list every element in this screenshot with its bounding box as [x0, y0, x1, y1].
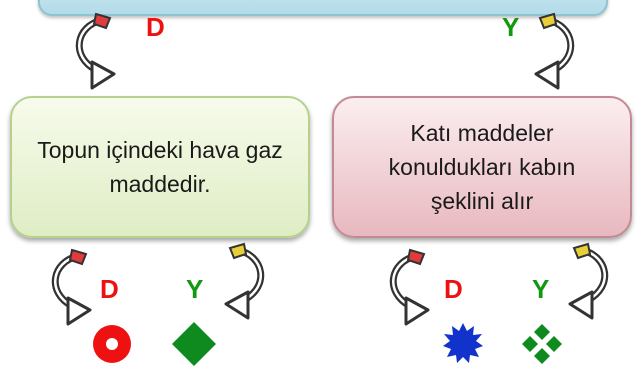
label-d-top: D: [146, 12, 165, 42]
curved-arrow-y-top-icon: [534, 12, 575, 90]
statement-line-2: konuldukları kabın: [388, 154, 576, 180]
label-d-left: D: [100, 274, 119, 304]
curved-arrow-y-left-icon: [224, 242, 265, 320]
red-ring-icon[interactable]: [92, 324, 132, 364]
statement-card-right: Katı maddeler konuldukları kabın şeklini…: [332, 96, 632, 238]
statement-line-1: Katı maddeler: [410, 120, 554, 146]
blue-starburst-icon[interactable]: [442, 322, 484, 364]
green-diamond-icon[interactable]: [170, 320, 218, 368]
label-y-left: Y: [186, 274, 204, 304]
curved-arrow-d-left-icon: [51, 248, 92, 326]
statement-card-left: Topun içindeki hava gaz maddedir.: [10, 96, 310, 238]
curved-arrow-y-right-icon: [568, 242, 609, 320]
statement-text-left: Topun içindeki hava gaz maddedir.: [37, 137, 283, 197]
curved-arrow-d-right-icon: [389, 248, 430, 326]
green-quatrefoil-icon[interactable]: [520, 322, 564, 366]
statement-text-right: Katı maddeler konuldukları kabın şeklini…: [389, 116, 576, 218]
label-d-right: D: [444, 274, 463, 304]
label-y-right: Y: [532, 274, 550, 304]
label-y-top: Y: [502, 12, 520, 42]
curved-arrow-d-top-icon: [75, 12, 116, 90]
statement-line-3: şeklini alır: [430, 188, 534, 214]
